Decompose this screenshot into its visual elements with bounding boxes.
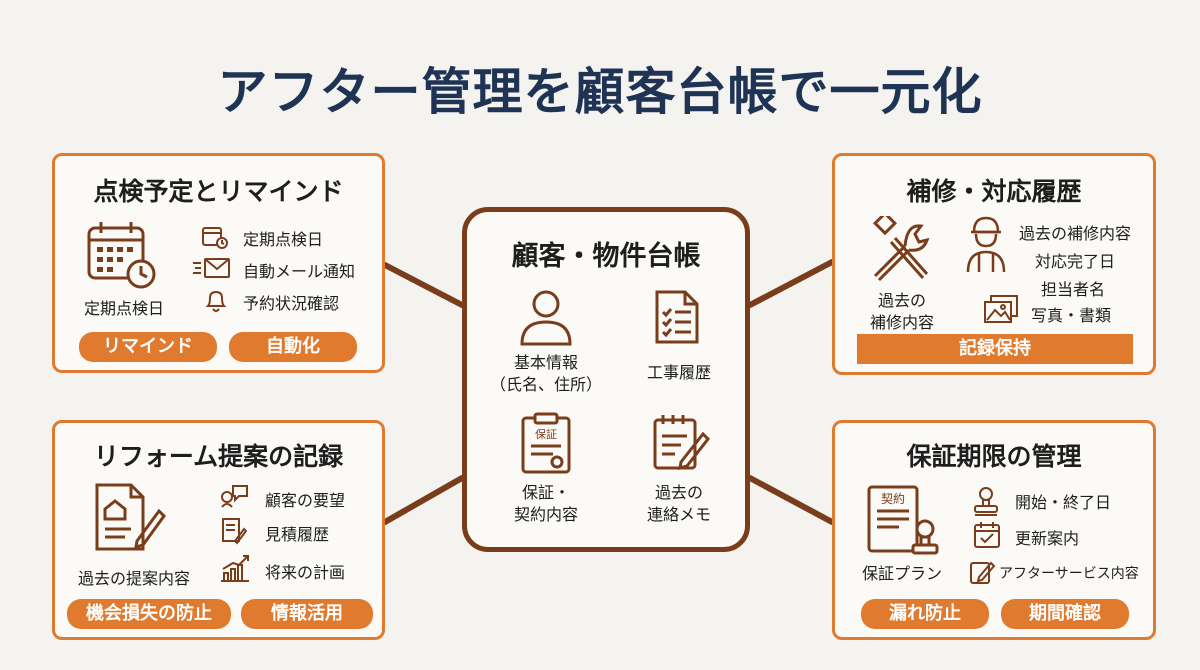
- item-customer-request: 顧客の要望: [265, 491, 346, 510]
- calendar-clock-icon: [202, 227, 228, 249]
- card-repair-history: 補修・対応履歴 過去の 補修内容 過去の補修内容 対応完了日 担当者名 写真・書…: [832, 153, 1156, 375]
- person-icon: [520, 290, 572, 346]
- item-past-repairs: 過去の補修内容: [1019, 224, 1132, 243]
- tag-automation: 自動化: [229, 332, 357, 362]
- card-title: 点検予定とリマインド: [93, 177, 344, 206]
- growth-chart-icon: [221, 555, 249, 582]
- card-caption: 定期点検日: [83, 299, 164, 318]
- connector-bottom-right: [747, 475, 835, 525]
- card-title: 補修・対応履歴: [906, 177, 1082, 206]
- item-photos-documents: 写真・書類: [1031, 306, 1112, 325]
- item-future-plan: 将来の計画: [265, 563, 346, 582]
- card-warranty-period: 保証期限の管理 契約 保証プラン 開始・終了日 更新案内 アフターサービス内容 …: [832, 420, 1156, 640]
- tag-information-use: 情報活用: [241, 599, 373, 629]
- card-caption: 過去の提案内容: [77, 569, 190, 588]
- card-title: 保証期限の管理: [906, 442, 1082, 471]
- tag-period-check: 期間確認: [1001, 599, 1129, 629]
- mail-icon: [193, 258, 230, 278]
- item-renewal-notice: 更新案内: [1015, 529, 1080, 548]
- tag-remind: リマインド: [79, 332, 217, 362]
- edit-icon: [970, 561, 995, 584]
- calendar-clock-icon: [87, 222, 156, 289]
- memo-pencil-icon: [653, 415, 710, 471]
- document-list-icon: [655, 290, 699, 344]
- warranty-doc-label: 保証: [535, 427, 557, 441]
- ledger-warranty-contract: 保証・ 契約内容: [513, 483, 578, 524]
- ledger-basic-info: 基本情報 （氏名、住所）: [489, 353, 602, 394]
- item-completion-date: 対応完了日: [1035, 252, 1116, 271]
- warranty-clipboard-icon: 保証: [521, 412, 571, 474]
- card-inspection-reminder: 点検予定とリマインド 定期点検日 定期点検日 自動メール通知 予約状況確認 リマ…: [52, 153, 385, 373]
- house-document-icon: [95, 483, 166, 551]
- ledger-contact-memo: 過去の 連絡メモ: [646, 483, 711, 524]
- stamp-icon: [974, 487, 998, 516]
- chat-icon: [221, 485, 248, 508]
- card-caption: 過去の 補修内容: [869, 291, 934, 332]
- card-title: リフォーム提案の記録: [93, 442, 344, 471]
- card-caption: 保証プラン: [861, 564, 942, 583]
- card-reform-proposal: リフォーム提案の記録 過去の提案内容 顧客の要望 見積履歴 将来の計画 機会損失…: [52, 420, 385, 640]
- connector-top-right: [747, 259, 835, 308]
- item-auto-mail: 自動メール通知: [243, 262, 356, 281]
- calendar-check-icon: [974, 522, 1000, 548]
- item-booking-check: 予約状況確認: [243, 294, 340, 313]
- item-estimate-history: 見積履歴: [265, 525, 330, 544]
- photos-icon: [984, 295, 1018, 323]
- connector-top-left: [382, 262, 465, 308]
- estimate-icon: [222, 518, 247, 545]
- item-start-end-date: 開始・終了日: [1015, 493, 1112, 512]
- worker-icon: [966, 216, 1006, 273]
- ledger-title: 顧客・物件台帳: [511, 241, 701, 272]
- connector-bottom-left: [382, 475, 465, 525]
- tag-loss-prevention: 機会損失の防止: [67, 599, 231, 629]
- item-after-service: アフターサービス内容: [999, 566, 1139, 582]
- contract-doc-label: 契約: [881, 491, 905, 506]
- bell-icon: [205, 290, 227, 312]
- tag-omission-prevention: 漏れ防止: [861, 599, 989, 629]
- ledger-construction-history: 工事履歴: [646, 363, 711, 382]
- item-inspection-date: 定期点検日: [243, 230, 324, 249]
- wrench-screwdriver-icon: [872, 216, 930, 282]
- contract-stamp-icon: 契約: [867, 485, 939, 555]
- page-title: アフター管理を顧客台帳で一元化: [217, 63, 983, 121]
- tag-record-keeping: 記録保持: [857, 334, 1133, 364]
- item-person-in-charge: 担当者名: [1041, 280, 1106, 299]
- customer-property-ledger: 顧客・物件台帳 基本情報 （氏名、住所） 工事履歴 保証 保証・ 契約内容 過去…: [462, 207, 750, 552]
